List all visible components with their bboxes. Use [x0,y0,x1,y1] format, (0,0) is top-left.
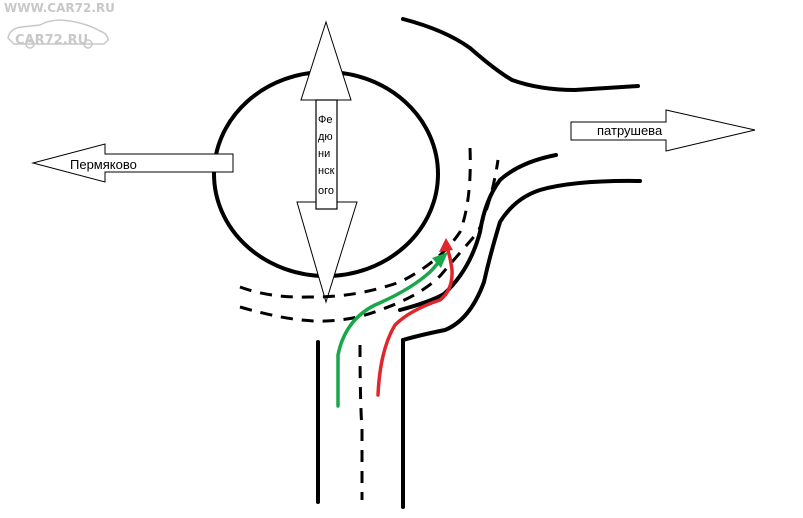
label-fedyuninskogo-4: нск [318,165,335,177]
label-fedyuninskogo-5: ого [318,185,334,197]
label-patrusheva: патрушева [597,123,663,138]
path-red [376,238,454,397]
road-edges-top-right [398,17,642,342]
arrow-right-patrusheva: патрушева [570,109,756,152]
car-logo-icon [7,19,109,49]
watermark-url: WWW.CAR72.RU [4,1,115,15]
arrow-vertical-fedyuninskogo: Фе дю ни нск ого [296,20,358,304]
path-green [336,252,448,408]
arrow-left-permyakovo: Пермяково [31,143,234,183]
label-permyakovo: Пермяково [70,157,137,172]
road-edges-bottom [316,338,405,509]
label-fedyuninskogo-2: дю [318,131,333,143]
label-fedyuninskogo-1: Фе [318,114,332,126]
watermark: WWW.CAR72.RU CAR72.RU [4,1,115,49]
lane-markings [239,147,500,500]
watermark-logo-text: CAR72.RU [15,33,88,48]
label-fedyuninskogo-3: ни [318,148,330,160]
